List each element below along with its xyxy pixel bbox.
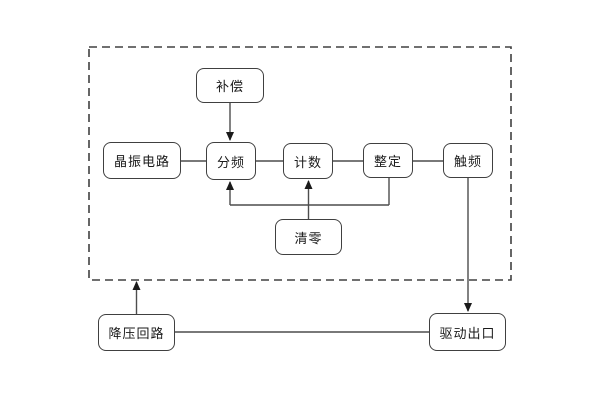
block-step-down-circuit: 降压回路 (98, 314, 175, 351)
block-frequency-divider: 分频 (206, 142, 256, 180)
edge-reset-bus (230, 178, 390, 219)
block-crystal-oscillator: 晶振电路 (103, 142, 181, 179)
module-boundary-dashed-box (88, 46, 512, 281)
block-clear: 清零 (275, 219, 342, 255)
block-setting: 整定 (363, 143, 413, 178)
block-compensation: 补偿 (196, 68, 264, 103)
block-trigger-frequency: 触频 (443, 143, 493, 178)
block-counter: 计数 (283, 143, 333, 179)
block-drive-output: 驱动出口 (429, 313, 506, 351)
